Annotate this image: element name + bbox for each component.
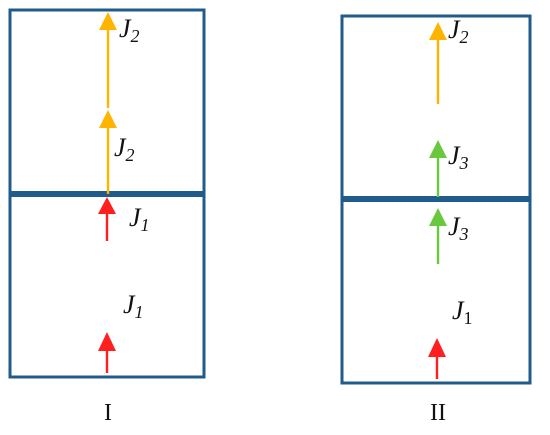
panel-ii-label-j3-upper: J3 [448,141,469,173]
panel-i-j2-arrowhead-upper [99,12,117,30]
panel-ii-j1-arrowhead [428,338,446,357]
panel-i-j1-arrowhead-lower [98,332,116,351]
panel-i-label-j1-upper: J1 [129,203,150,235]
panel-ii: J2 J3 J3 J1 II [340,14,532,426]
panel-ii-j2-arrowhead [429,22,447,40]
panel-ii-label-j2-top: J2 [448,15,469,47]
panel-ii-j3-arrowhead-upper [429,140,447,158]
panel-i-j1-arrowhead-upper [98,197,116,214]
panel-i-caption: I [104,400,112,426]
panel-i-label-j2-top: J2 [119,14,140,46]
panel-i-j2-arrowhead-lower [99,110,117,128]
panel-ii-j3-arrowhead-lower [429,208,447,226]
panel-ii-label-j1-lower: J1 [452,296,473,328]
panel-i-label-j1-lower: J1 [123,290,144,322]
panel-i: J2 J2 J1 J1 I [8,8,206,426]
panel-ii-caption: II [430,400,446,426]
panel-i-label-j2-middle: J2 [114,133,135,165]
panel-ii-label-j3-lower: J3 [448,212,469,244]
